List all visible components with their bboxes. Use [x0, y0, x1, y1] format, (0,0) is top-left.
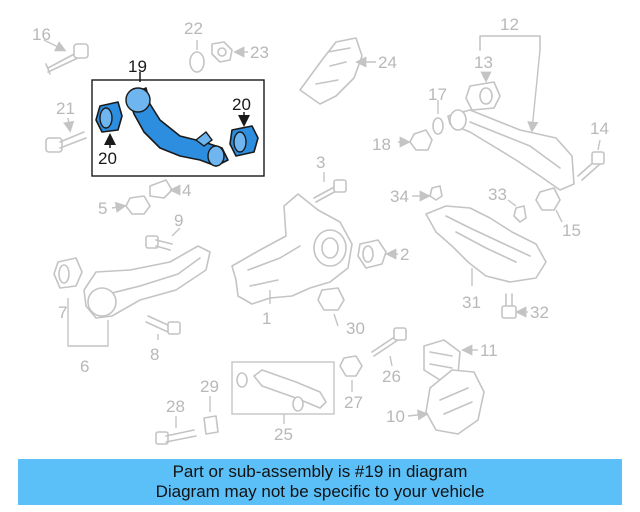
part-1-knuckle[interactable] [231, 193, 353, 305]
part-20-bushing-left[interactable] [95, 101, 123, 148]
part-2-bushing[interactable] [357, 239, 398, 269]
callout-11: 11 [480, 341, 498, 360]
callout-25: 25 [274, 425, 293, 444]
callout-26: 26 [382, 367, 401, 386]
callout-7: 7 [58, 303, 67, 322]
part-17-washer[interactable] [432, 100, 444, 135]
part-32-bolt[interactable] [501, 293, 528, 319]
callout-32: 32 [530, 303, 549, 322]
callout-21: 21 [56, 99, 75, 118]
callout-28: 28 [166, 397, 185, 416]
part-12-control-arm[interactable] [447, 35, 575, 191]
part-25-box[interactable] [231, 361, 335, 424]
info-banner: Part or sub-assembly is #19 in diagram D… [18, 459, 622, 505]
part-9-bolt[interactable] [145, 227, 181, 251]
part-5-nut[interactable] [111, 195, 151, 215]
callout-17: 17 [428, 85, 447, 104]
parts-diagram: 16 22 23 24 12 13 17 18 [32, 15, 609, 445]
banner-line-2: Diagram may not be specific to your vehi… [155, 482, 485, 501]
callout-30: 30 [346, 319, 365, 338]
callout-1: 1 [262, 309, 271, 328]
callout-24: 24 [378, 53, 397, 72]
callout-34: 34 [390, 187, 409, 206]
callout-23: 23 [250, 43, 269, 62]
callout-20-right: 20 [232, 95, 251, 114]
part-10-bracket[interactable] [407, 369, 485, 435]
banner-line-1: Part or sub-assembly is #19 in diagram [172, 462, 468, 481]
part-3-bolt[interactable] [313, 172, 347, 203]
callout-4: 4 [182, 181, 191, 200]
part-27-nut[interactable] [339, 355, 363, 392]
callout-12: 12 [500, 15, 519, 34]
part-16-bolt[interactable] [43, 39, 89, 75]
part-31-shield[interactable] [425, 205, 547, 286]
callout-8: 8 [150, 345, 159, 364]
callout-19: 19 [128, 57, 147, 76]
part-28-bolt[interactable] [155, 416, 197, 445]
callout-29: 29 [200, 377, 219, 396]
part-33-clip[interactable] [507, 199, 527, 223]
part-15-nut[interactable] [535, 187, 563, 223]
part-8-bolt[interactable] [145, 315, 181, 340]
part-23-nut[interactable] [211, 41, 248, 63]
part-19-box[interactable] [91, 72, 265, 177]
callout-15: 15 [562, 221, 581, 240]
callout-10: 10 [386, 407, 405, 426]
part-34-clip[interactable] [412, 185, 443, 202]
callout-20-left: 20 [98, 149, 117, 168]
part-6-lower-arm[interactable] [83, 245, 211, 319]
callout-31: 31 [462, 293, 481, 312]
callout-16: 16 [32, 25, 51, 44]
callout-27: 27 [344, 393, 363, 412]
part-21-bolt[interactable] [45, 117, 87, 153]
part-4-bracket[interactable] [149, 179, 181, 199]
part-22-washer[interactable] [189, 40, 205, 73]
callout-33: 33 [488, 185, 507, 204]
callout-2: 2 [400, 245, 409, 264]
callout-6: 6 [80, 357, 89, 376]
part-18-nut[interactable] [398, 129, 433, 151]
part-26-bolt[interactable] [371, 327, 407, 367]
part-19-arm [127, 87, 229, 167]
part-13-bushing[interactable] [465, 71, 501, 111]
leader-6 [67, 298, 109, 347]
part-20-bushing-right[interactable] [229, 112, 259, 157]
part-7-bushing[interactable] [53, 257, 83, 289]
callout-5: 5 [98, 199, 107, 218]
callout-22: 22 [184, 19, 203, 38]
callout-14: 14 [590, 119, 609, 138]
part-30-bushing[interactable] [317, 287, 345, 327]
callout-9: 9 [174, 211, 183, 230]
part-14-bolt[interactable] [577, 139, 605, 181]
callout-3: 3 [316, 153, 325, 172]
part-24-bracket[interactable] [299, 37, 376, 105]
callout-13: 13 [474, 53, 493, 72]
part-29-clip[interactable] [203, 396, 219, 435]
callout-18: 18 [372, 135, 391, 154]
